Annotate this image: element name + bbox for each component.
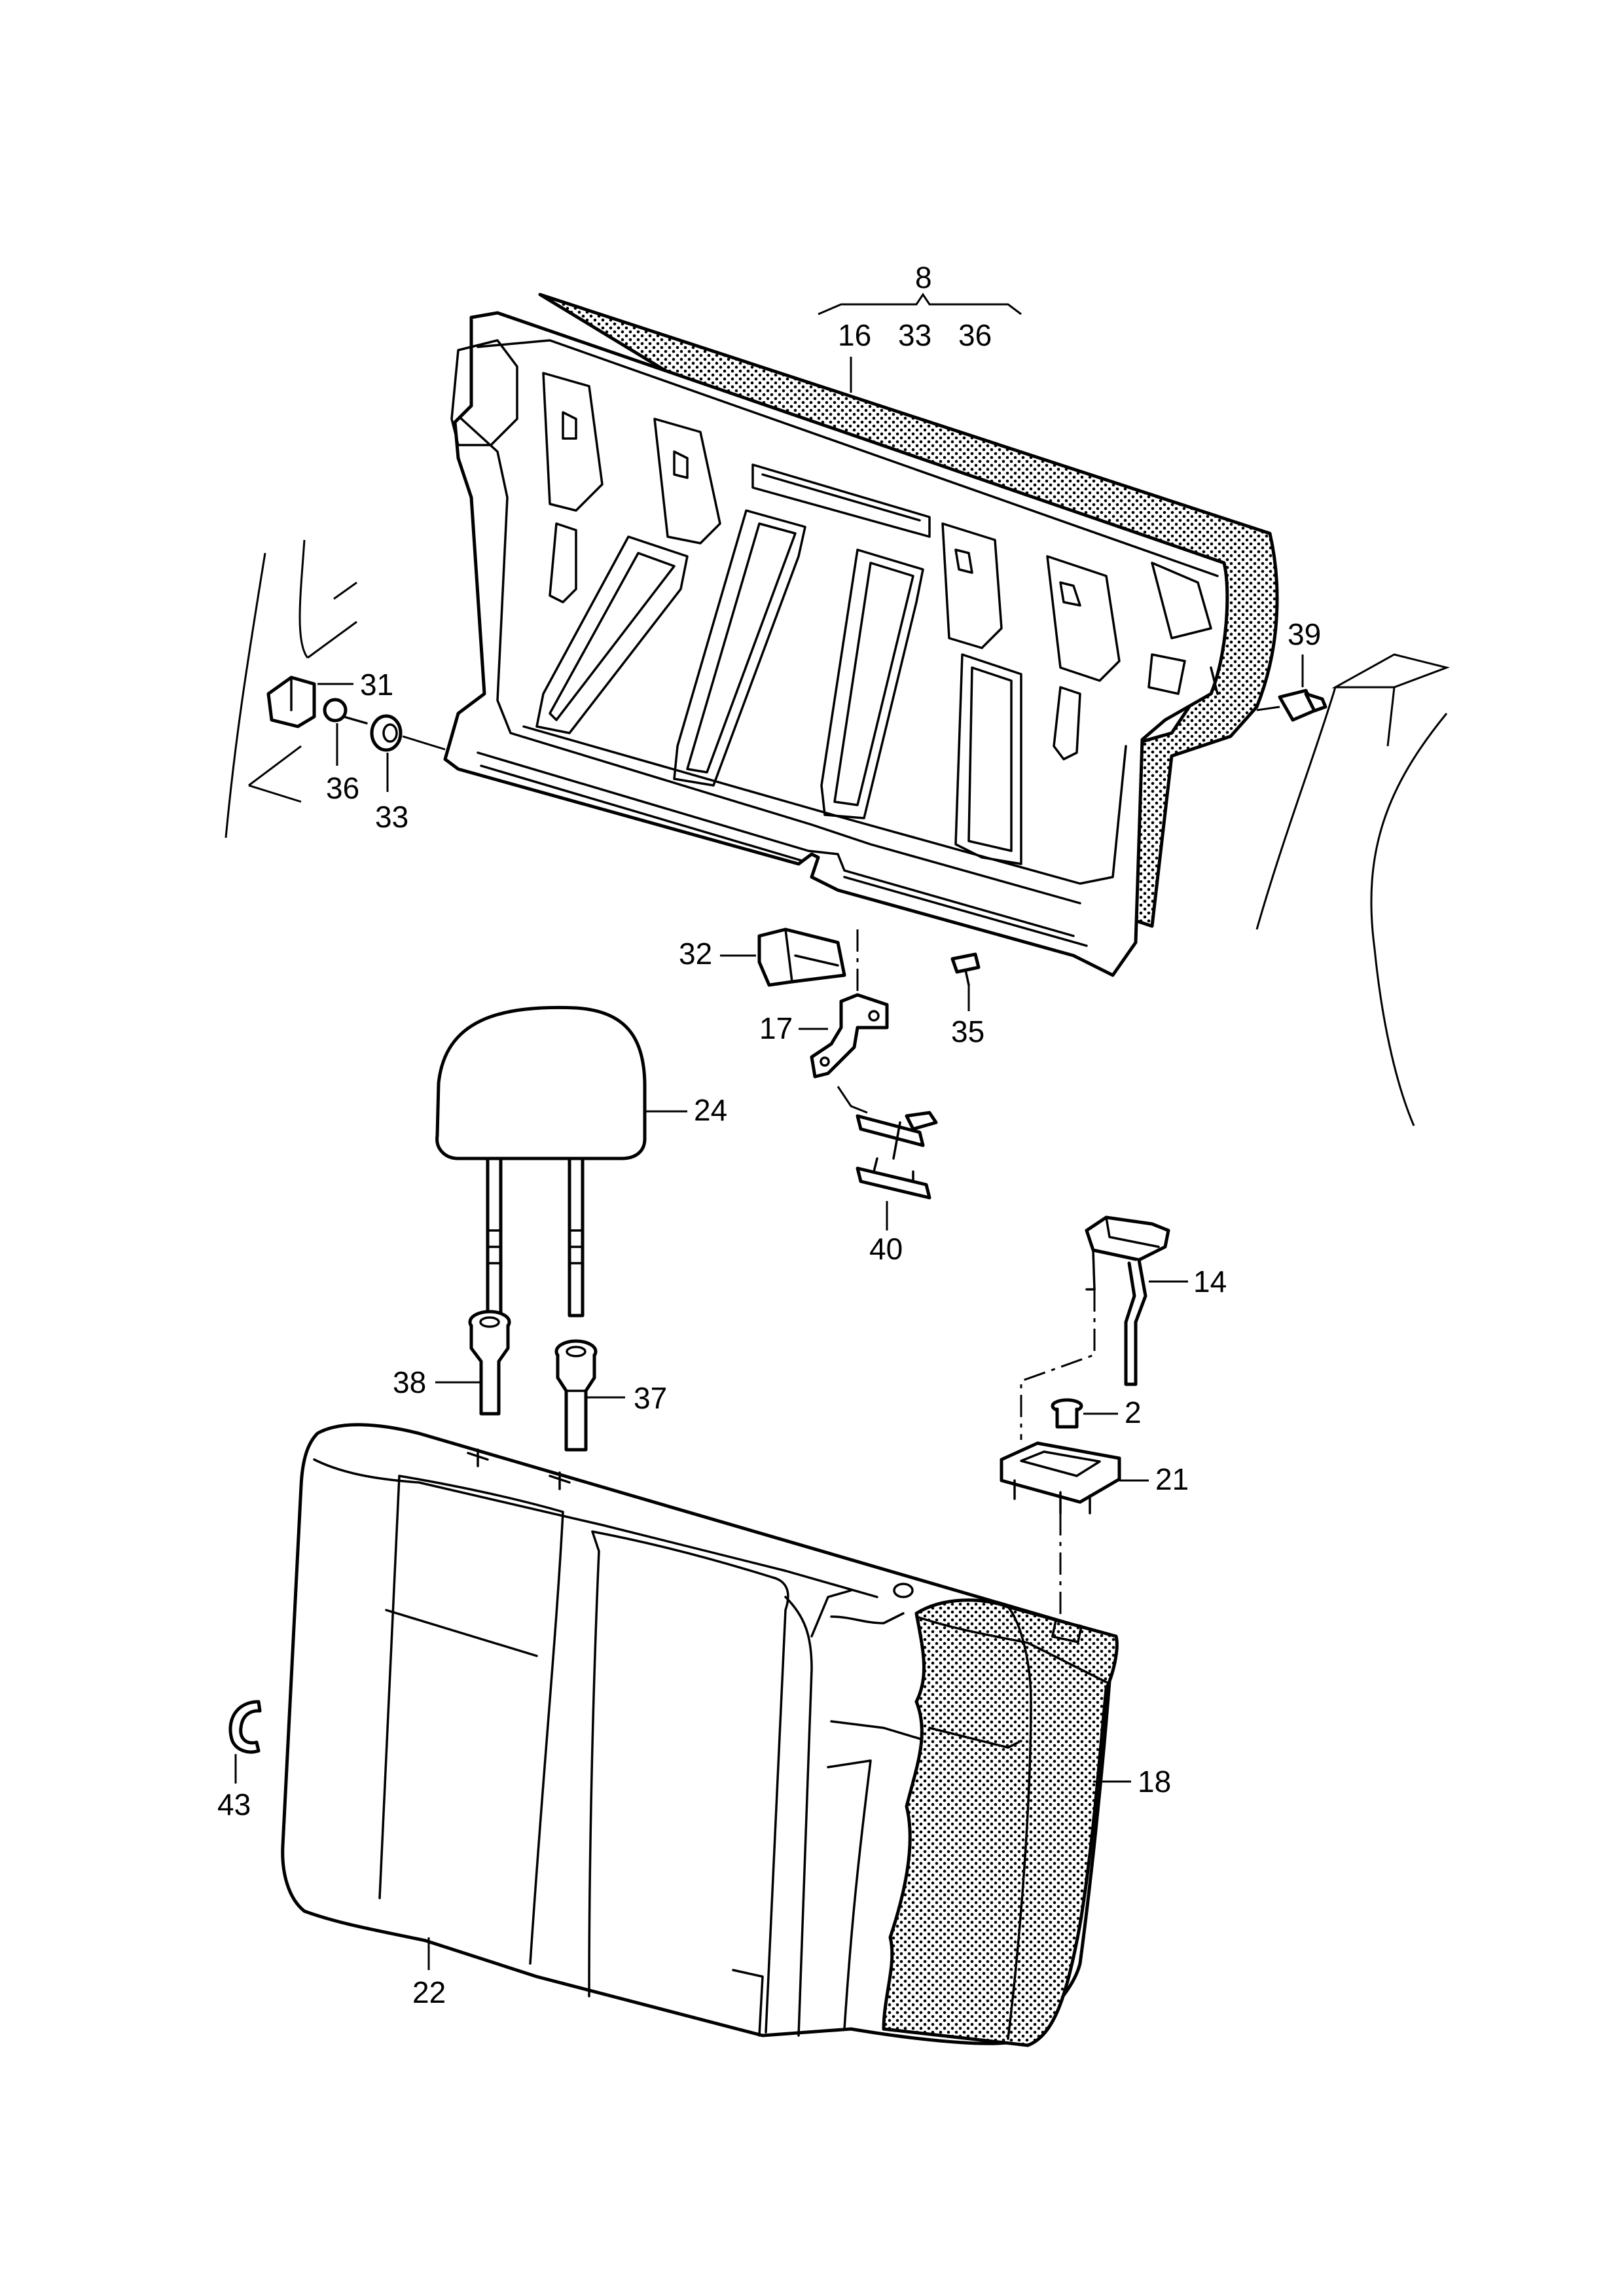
lock-part-31 <box>266 675 316 728</box>
foam-part-18 <box>882 1598 1119 2047</box>
callout-2: 2 <box>1125 1395 1142 1429</box>
callout-43: 43 <box>217 1787 251 1821</box>
callout-31: 31 <box>360 668 393 702</box>
guide-part-38 <box>468 1310 511 1416</box>
callout-38: 38 <box>393 1365 426 1399</box>
guide-part-37 <box>554 1339 598 1452</box>
clip-part-43 <box>228 1700 262 1754</box>
cover-part-32 <box>757 927 846 987</box>
callout-17: 17 <box>759 1011 793 1045</box>
vehicle-body-context <box>225 539 1451 1126</box>
callout-8: 8 <box>915 260 932 295</box>
release-handle-part-14 <box>1020 1215 1170 1440</box>
backrest-frame <box>443 311 1229 977</box>
plug-part-2 <box>1051 1398 1083 1429</box>
escutcheon-part-21 <box>1000 1441 1121 1623</box>
callout-32: 32 <box>679 937 712 971</box>
washer-part-33 <box>370 714 446 752</box>
callout-35: 35 <box>951 1014 984 1049</box>
callout-21: 21 <box>1155 1462 1189 1496</box>
plug-part-39 <box>1256 689 1327 722</box>
callout-16: 16 <box>838 318 871 352</box>
callout-36: 36 <box>326 771 359 805</box>
callout-37: 37 <box>634 1381 667 1415</box>
callout-18: 18 <box>1138 1765 1171 1799</box>
callout-36-kit: 36 <box>958 318 992 352</box>
catch-part-40 <box>856 1111 938 1200</box>
headrest-part-24 <box>435 1005 647 1318</box>
backrest-frame-assembly <box>443 293 1279 977</box>
callout-39: 39 <box>1288 617 1321 651</box>
screw-part-35 <box>950 952 981 986</box>
bolt-part-36 <box>323 698 368 725</box>
kit-bracket <box>818 293 1022 315</box>
callout-14: 14 <box>1193 1265 1227 1299</box>
bracket-part-17 <box>810 929 889 1114</box>
callout-40: 40 <box>869 1232 903 1266</box>
callout-33-kit: 33 <box>898 318 931 352</box>
callout-22: 22 <box>412 1975 446 2009</box>
callout-33: 33 <box>375 800 408 834</box>
callout-24: 24 <box>694 1093 727 1127</box>
